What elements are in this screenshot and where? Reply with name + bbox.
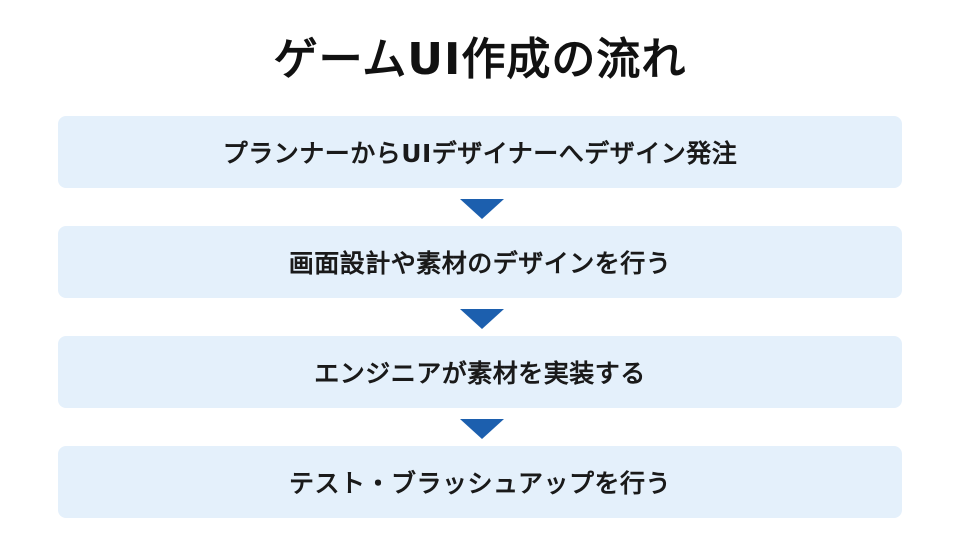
down-arrow-icon bbox=[460, 199, 504, 219]
down-arrow-icon bbox=[460, 419, 504, 439]
diagram-title: ゲームUI作成の流れ bbox=[273, 34, 687, 85]
down-arrow-icon bbox=[460, 309, 504, 329]
flow-step-label: テスト・ブラッシュアップを行う bbox=[288, 469, 671, 498]
flow-step-3: エンジニアが素材を実装する bbox=[58, 336, 902, 408]
flow-step-label: プランナーからUIデザイナーへデザイン発注 bbox=[222, 139, 738, 168]
flow-step-4: テスト・ブラッシュアップを行う bbox=[58, 446, 902, 518]
flow-step-label: エンジニアが素材を実装する bbox=[314, 359, 646, 388]
flow-step-label: 画面設計や素材のデザインを行う bbox=[288, 249, 672, 278]
flow-step-2: 画面設計や素材のデザインを行う bbox=[58, 226, 902, 298]
flow-step-1: プランナーからUIデザイナーへデザイン発注 bbox=[58, 116, 902, 188]
